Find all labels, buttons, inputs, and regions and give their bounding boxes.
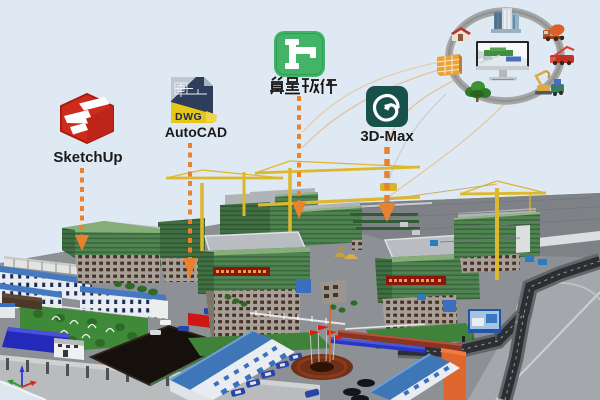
- svg-text:DWG: DWG: [175, 111, 202, 123]
- svg-text:SketchUp: SketchUp: [53, 149, 122, 166]
- svg-text:3D-Max: 3D-Max: [360, 128, 414, 145]
- svg-text:AutoCAD: AutoCAD: [165, 124, 227, 140]
